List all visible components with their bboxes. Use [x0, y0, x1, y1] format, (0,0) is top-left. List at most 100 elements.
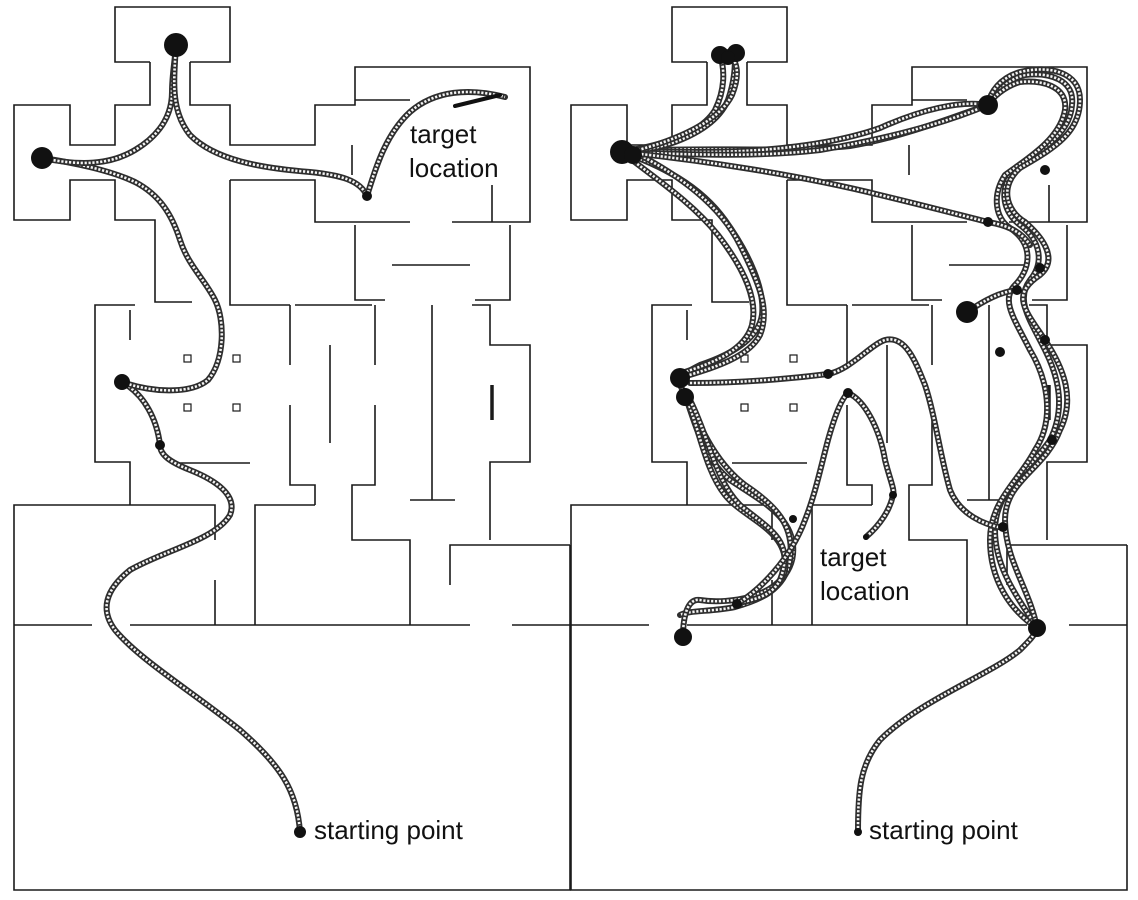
start-label-left: starting point	[314, 815, 464, 845]
pause-point	[823, 369, 833, 379]
pause-point	[956, 301, 978, 323]
pause-point	[155, 440, 165, 450]
pause-point	[843, 388, 853, 398]
maze-wall	[846, 405, 873, 505]
maze-wall	[570, 545, 1128, 891]
pause-point	[31, 147, 53, 169]
maze-wall	[351, 405, 411, 625]
trajectory-beads	[847, 391, 895, 538]
maze-wall	[746, 62, 1088, 223]
maze-marker-square	[183, 403, 192, 412]
maze-wall	[1032, 225, 1068, 301]
trajectory-path	[103, 442, 303, 835]
maze-wall	[449, 544, 570, 585]
maze-marker-square	[232, 403, 241, 412]
maze-marker-square	[740, 403, 749, 412]
target-label-right-line1: target	[820, 542, 887, 572]
start-label-right: starting point	[869, 815, 1019, 845]
trajectory-beads	[621, 102, 989, 154]
maze-wall	[13, 545, 571, 891]
start-point	[294, 826, 306, 838]
pause-point	[674, 628, 692, 646]
pause-point	[1040, 165, 1050, 175]
pause-point	[889, 491, 897, 499]
maze-wall	[787, 179, 967, 223]
maze-wall	[651, 304, 692, 505]
maze-marker-square	[183, 354, 192, 363]
trajectories-left	[39, 42, 508, 835]
trajectory-beads	[629, 148, 766, 379]
trajectory-beads	[986, 68, 1082, 629]
pause-point	[721, 51, 735, 65]
trajectory-beads	[621, 150, 1032, 246]
maze-wall	[570, 62, 749, 303]
pause-point	[732, 599, 742, 609]
trajectory-beads	[986, 80, 1067, 630]
pause-point	[1028, 619, 1046, 637]
trajectory-beads	[629, 51, 739, 154]
maze-wall	[114, 6, 231, 63]
pause-point	[978, 95, 998, 115]
maze-wall	[908, 405, 968, 625]
pause-point	[164, 33, 188, 57]
maze-marker-square	[789, 403, 798, 412]
trajectory-beads	[365, 90, 506, 197]
pause-point	[789, 515, 797, 523]
maze-wall	[570, 504, 773, 625]
pause-points-right	[610, 44, 1057, 836]
trajectory-path	[687, 397, 788, 607]
trajectory-path	[39, 155, 225, 394]
target-marker	[453, 93, 502, 108]
target-label-left-line1: target	[410, 119, 477, 149]
pause-point	[362, 191, 372, 201]
maze-wall	[1029, 304, 1088, 540]
pause-point	[1047, 435, 1057, 445]
maze-wall	[475, 225, 511, 301]
pause-point	[624, 146, 642, 164]
pause-point	[983, 217, 993, 227]
pause-point	[1035, 263, 1045, 273]
maze-wall	[230, 179, 410, 223]
maze-marker-square	[789, 354, 798, 363]
trajectory-beads	[105, 444, 302, 833]
pause-point	[863, 534, 869, 540]
maze-map-right	[570, 6, 1128, 891]
maze-wall	[289, 405, 316, 505]
maze-wall	[671, 6, 788, 63]
trajectory-beads	[689, 338, 1004, 530]
trajectory-beads	[856, 627, 1039, 833]
trajectory-path	[619, 102, 991, 158]
target-label-right-line2: location	[820, 576, 910, 606]
maze-wall	[94, 304, 135, 505]
maze-wall	[13, 504, 216, 625]
trajectories-right	[619, 49, 1083, 835]
maze-wall	[472, 304, 531, 540]
maze-marker-square	[232, 354, 241, 363]
trajectory-path	[171, 42, 370, 199]
pause-point	[114, 374, 130, 390]
trajectory-beads	[173, 44, 369, 197]
pause-point	[670, 368, 690, 388]
start-point	[854, 828, 862, 836]
maze-map-left	[13, 6, 571, 891]
maze-wall	[1006, 544, 1127, 585]
maze-wall	[911, 225, 942, 301]
maze-wall	[786, 180, 847, 306]
target-label-left-line2: location	[409, 153, 499, 183]
trajectory-beads	[41, 156, 224, 392]
pause-point	[1040, 335, 1050, 345]
maze-wall	[254, 504, 315, 625]
maze-wall	[354, 225, 385, 301]
pause-point	[995, 347, 1005, 357]
maze-wall	[13, 62, 192, 303]
pause-point	[676, 388, 694, 406]
trajectory-beads	[621, 150, 755, 374]
pause-point	[1012, 285, 1022, 295]
pause-points-left	[31, 33, 372, 838]
pause-point	[998, 522, 1008, 532]
maze-wall	[189, 62, 531, 223]
maze-wall	[229, 180, 290, 306]
trajectory-beads	[736, 392, 849, 606]
